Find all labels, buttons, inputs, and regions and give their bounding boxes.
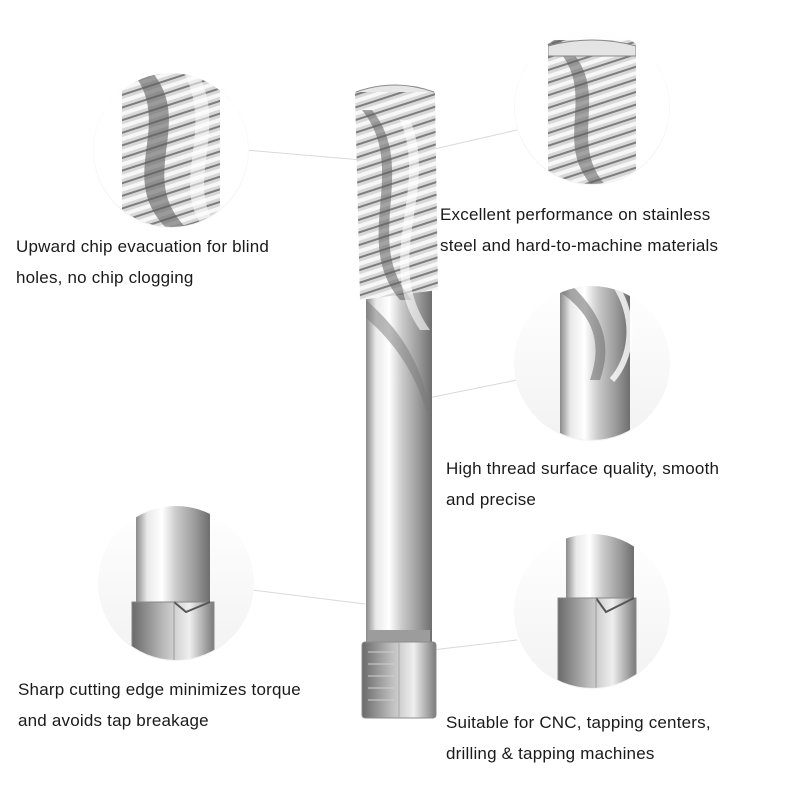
caption-line: holes, no chip clogging (16, 268, 194, 287)
caption-upward-chip-evacuation: Upward chip evacuation for blind holes, … (16, 231, 269, 293)
caption-suitable-machines: Suitable for CNC, tapping centers, drill… (446, 707, 711, 769)
caption-sharp-cutting-edge: Sharp cutting edge minimizes torque and … (18, 674, 301, 736)
zoom-circle-surface-quality (514, 285, 670, 441)
leader-lines (245, 129, 518, 651)
caption-line: drilling & tapping machines (446, 744, 655, 763)
caption-line: Sharp cutting edge minimizes torque (18, 680, 301, 699)
zoom-circle-stainless-steel (514, 29, 670, 185)
caption-line: High thread surface quality, smooth (446, 459, 720, 478)
caption-line: and avoids tap breakage (18, 711, 209, 730)
caption-stainless-performance: Excellent performance on stainless steel… (440, 199, 718, 261)
zoom-circle-cutting-edge (98, 505, 254, 661)
zoom-circle-chip-evacuation (93, 72, 249, 228)
tap-body (355, 84, 438, 719)
caption-line: Upward chip evacuation for blind (16, 237, 270, 256)
caption-line: Excellent performance on stainless (440, 205, 711, 224)
zoom-circle-machines (514, 533, 670, 689)
caption-surface-quality: High thread surface quality, smooth and … (446, 453, 719, 515)
caption-line: and precise (446, 490, 537, 509)
caption-line: Suitable for CNC, tapping centers, (446, 713, 711, 732)
caption-line: steel and hard-to-machine materials (440, 236, 719, 255)
